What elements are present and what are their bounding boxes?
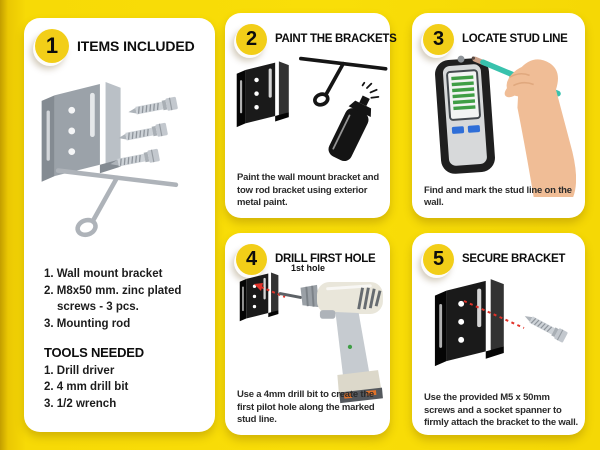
lag-screw-icon — [524, 316, 568, 343]
tools-needed-heading: TOOLS NEEDED — [44, 344, 144, 360]
step-title: ITEMS INCLUDED — [77, 37, 195, 54]
wall-bracket-icon — [236, 61, 289, 128]
parts-list-item: 3. Mounting rod — [44, 318, 131, 331]
panel-paint-brackets: 2 PAINT THE BRACKETS — [225, 13, 397, 218]
panel-secure-bracket: 5 SECURE BRACKET — [412, 233, 585, 435]
wall-bracket-icon — [41, 82, 121, 182]
screw-icon — [118, 122, 168, 141]
step-header: 4 DRILL FIRST HOLE — [225, 233, 390, 275]
parts-and-tools-lists: 1. Wall mount bracket 2. M8x50 mm. zinc … — [44, 266, 207, 413]
panel-items-included: 1 ITEMS INCLUDED — [24, 18, 215, 432]
step-title: SECURE BRACKET — [462, 253, 566, 266]
spray-mist-icon — [361, 81, 380, 99]
step-number-badge: 3 — [423, 24, 454, 55]
step-description: Find and mark the stud line on the wall. — [424, 184, 572, 209]
step-description: Paint the wall mount bracket and tow rod… — [237, 171, 379, 209]
step-number: 1 — [45, 33, 59, 58]
step-number: 5 — [432, 248, 445, 270]
step-header: 2 PAINT THE BRACKETS — [225, 13, 397, 55]
tools-list-item: 1. Drill driver — [44, 364, 115, 377]
mounting-rod-icon — [55, 168, 179, 238]
wall-bracket-icon — [434, 279, 504, 367]
wall-bracket-icon — [239, 272, 279, 322]
screw-icon — [110, 148, 160, 167]
step-description: Use a 4mm drill bit to create the first … — [237, 388, 375, 426]
tools-list-item: 2. 4 mm drill bit — [44, 381, 129, 394]
parts-list-item: 1. Wall mount bracket — [44, 268, 163, 280]
step-number-badge: 5 — [423, 244, 454, 275]
step-header: 5 SECURE BRACKET — [412, 233, 585, 275]
step-number-badge: 2 — [236, 24, 267, 55]
hand-pencil-icon — [471, 56, 576, 197]
step-number: 2 — [245, 28, 258, 50]
tools-list-item: 3. 1/2 wrench — [44, 398, 117, 411]
step-description: Use the provided M5 x 50mm screws and a … — [424, 391, 578, 429]
step-number-badge: 1 — [35, 29, 69, 63]
stud-finder-icon — [435, 55, 495, 174]
screw-icon — [128, 96, 178, 115]
step-title: LOCATE STUD LINE — [462, 33, 568, 46]
mounting-rod-icon — [299, 56, 388, 107]
panel-locate-stud-line: 3 LOCATE STUD LINE — [412, 13, 585, 218]
step-title: DRILL FIRST HOLE — [275, 253, 376, 266]
spray-can-icon — [328, 81, 380, 162]
step-header: 1 ITEMS INCLUDED — [24, 18, 215, 63]
step-number-badge: 4 — [236, 244, 267, 275]
step-number: 4 — [245, 248, 258, 270]
parts-list-item: 2. M8x50 mm. zinc plated screws - 3 pcs. — [44, 284, 182, 314]
step-number: 3 — [432, 28, 445, 50]
step-header: 3 LOCATE STUD LINE — [412, 13, 585, 55]
parts-list: 1. Wall mount bracket 2. M8x50 mm. zinc … — [44, 266, 207, 333]
step-title: PAINT THE BRACKETS — [275, 33, 397, 46]
tools-list: 1. Drill driver 2. 4 mm drill bit 3. 1/2… — [44, 363, 207, 413]
panel-drill-first-hole: 4 DRILL FIRST HOLE 1st hole — [225, 233, 390, 435]
